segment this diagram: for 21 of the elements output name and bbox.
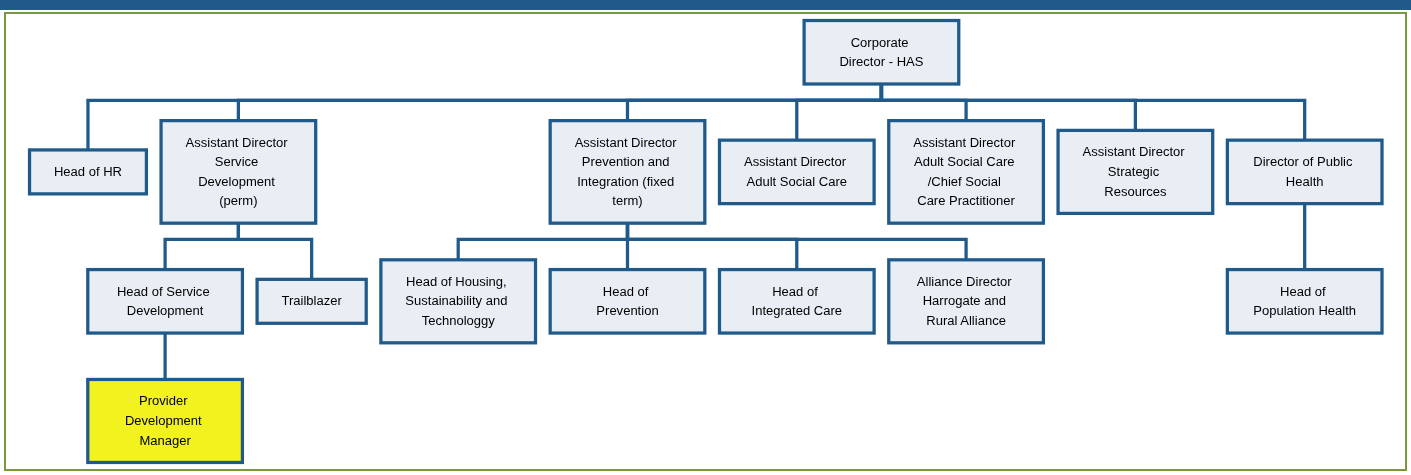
node-box: Assistant Director Strategic Resources [1056,128,1215,216]
node-box: Assistant Director Service Development (perm) [159,119,318,225]
node-box: Provider Development Manager [85,377,244,465]
node-box: Head of Population Health [1225,267,1384,335]
connector [163,333,167,380]
node-box: Assistant Director Adult Social Care [717,138,876,206]
node-box: Trailblazer [255,277,368,325]
connector [1302,203,1307,270]
connector [879,84,1307,141]
connector [236,223,313,280]
node-box: Corporate Director - HAS [802,18,961,86]
node-box: Head of Housing, Sustainability and Technologgy [379,258,537,345]
node-box: Alliance Director Harrogate and Rural Alliance [886,258,1045,345]
node-box: Assistant Director Adult Social Care /Chief Social Care Practitioner [886,119,1045,225]
node-box: Head of Prevention [548,267,707,335]
connector [625,223,968,260]
node-box: Director of Public Health [1225,138,1384,206]
node-box: Head of HR [27,148,148,196]
node-box: Head of Integrated Care [717,267,876,335]
node-box: Assistant Director Prevention and Integration (fixed term) [548,119,707,225]
node-box: Head of Service Development [85,267,244,335]
